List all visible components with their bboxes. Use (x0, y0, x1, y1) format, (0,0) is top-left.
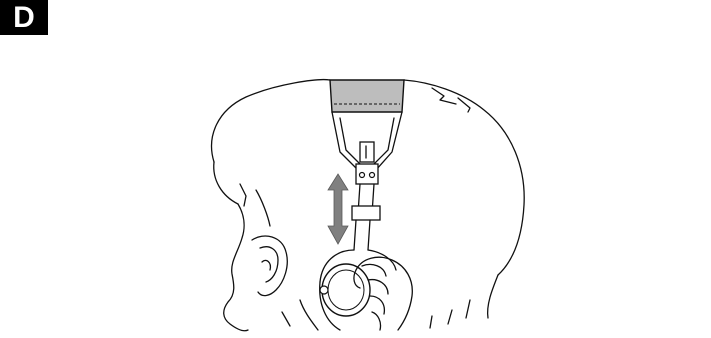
ear-cup-icon (320, 264, 370, 330)
headband-pad-icon (330, 80, 404, 170)
slider-arm-icon (320, 164, 396, 282)
adjust-arrow-icon (328, 174, 348, 244)
